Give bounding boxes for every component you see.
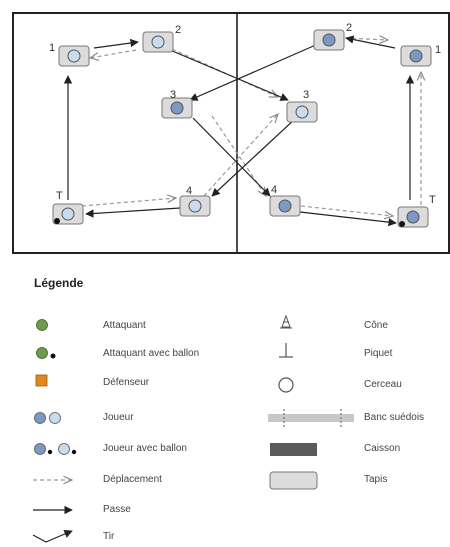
legend-label-caisson: Caisson: [364, 443, 401, 454]
mat-player-1-right: [400, 45, 432, 67]
position-label: T: [429, 194, 436, 206]
legend-symbol-attaquant-ballon: [36, 347, 56, 359]
position-label: 3: [303, 89, 309, 101]
displacement-arrow: [203, 114, 278, 197]
displacement-arrow: [81, 198, 176, 207]
position-label: 3: [170, 89, 176, 101]
mat-player-3-right: [286, 101, 318, 123]
legend-label-deplacement: Déplacement: [103, 474, 162, 485]
pass-arrow: [345, 35, 396, 49]
pass-arrow: [192, 117, 271, 197]
banc-suedois-icon: [268, 409, 354, 427]
legend-label-cone: Cône: [364, 320, 388, 331]
mat-player-2-left: [142, 31, 174, 53]
mat-player-4-left: [179, 195, 211, 217]
displacement-arrow: [90, 49, 137, 58]
legend-label-joueur-ballon: Joueur avec ballon: [103, 443, 187, 454]
legend-label-defenseur: Défenseur: [103, 377, 150, 388]
legend-label-tir: Tir: [103, 531, 115, 542]
legend-title: Légende: [34, 276, 84, 290]
mat-player-T-right: [397, 206, 429, 228]
piquet-icon: [279, 343, 293, 358]
legend-label-cerceau: Cerceau: [364, 379, 402, 390]
mat-player-2-right: [313, 29, 345, 51]
legend-symbol-joueur-ballon: [34, 443, 77, 455]
position-label: 4: [186, 185, 192, 197]
pass-arrow: [299, 211, 397, 227]
legend-label-piquet: Piquet: [364, 348, 393, 359]
cerceau-icon: [278, 377, 294, 393]
legend-symbol-tir: [32, 530, 73, 543]
position-label: 2: [175, 24, 181, 36]
pass-arrows: [63, 35, 415, 227]
caisson-icon: [270, 443, 317, 456]
legend-symbol-joueur: [34, 412, 61, 424]
legend-label-tapis: Tapis: [364, 474, 388, 485]
position-label: 1: [435, 44, 441, 56]
legend-label-banc-suedois: Banc suédois: [364, 412, 425, 423]
mat-player-4-right: [269, 195, 301, 217]
pass-arrow: [211, 117, 297, 197]
pass-arrow: [189, 43, 319, 101]
tapis-icon: [269, 471, 318, 490]
pass-arrow: [169, 49, 289, 101]
displacement-arrow: [300, 205, 393, 216]
legend-label-attaquant-ballon: Attaquant avec ballon: [103, 348, 200, 359]
pass-arrow: [85, 207, 181, 218]
position-label: 4: [271, 184, 277, 196]
legend-label-attaquant: Attaquant: [103, 320, 146, 331]
mat-player-T-left: [52, 203, 84, 225]
pass-arrow: [93, 38, 139, 49]
position-label: 2: [346, 22, 352, 34]
cone-icon: [280, 314, 292, 329]
legend-symbol-defenseur: [35, 374, 48, 387]
position-label: 1: [49, 42, 55, 54]
legend-label-joueur: Joueur: [103, 412, 134, 423]
position-label: T: [56, 190, 63, 202]
legend-label-passe: Passe: [103, 504, 131, 515]
legend-symbol-attaquant: [36, 319, 48, 331]
mat-player-1-left: [58, 45, 90, 67]
mat-player-3-left: [161, 97, 193, 119]
